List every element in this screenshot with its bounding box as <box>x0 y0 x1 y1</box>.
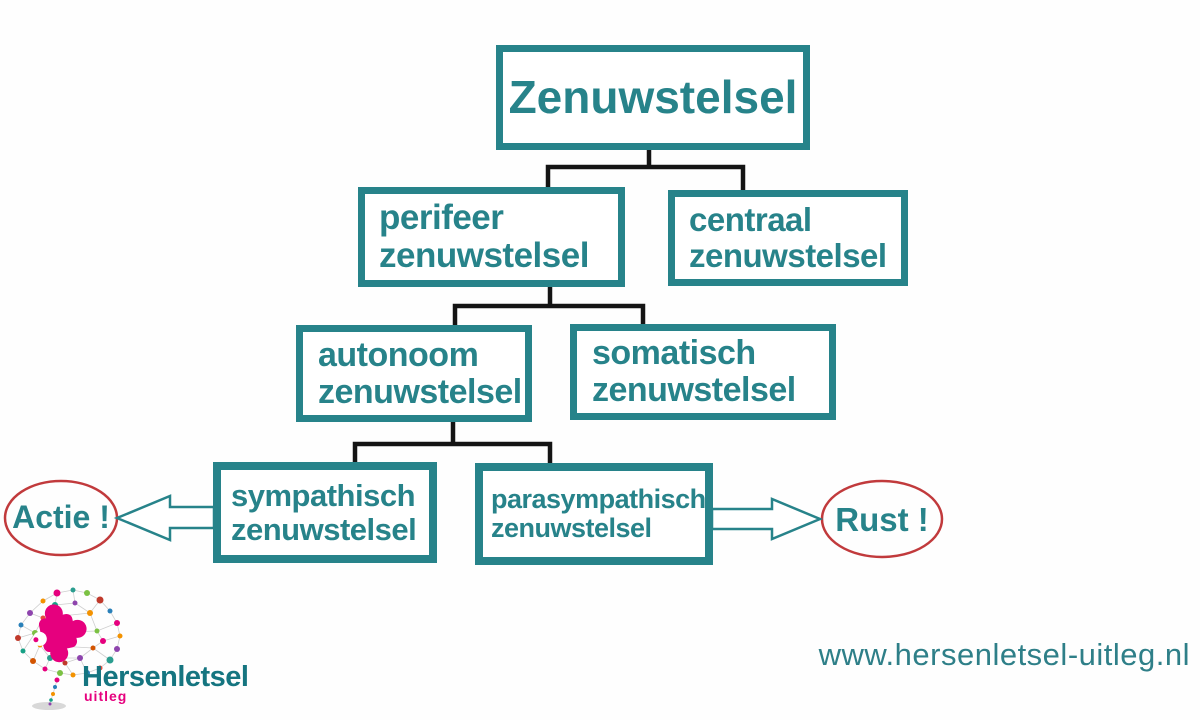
node-parasympathisch-zenuwstelsel: parasympathisch zenuwstelsel <box>475 463 713 565</box>
logo-shadow <box>32 702 66 710</box>
logo-title: Hersenletsel <box>82 661 249 693</box>
node-autonoom-zenuwstelsel: autonoom zenuwstelsel <box>296 325 532 422</box>
rest-annotation: Rust ! <box>835 501 929 538</box>
node-perifeer-zenuwstelsel: perifeer zenuwstelsel <box>358 187 625 287</box>
logo-subtitle: uitleg <box>84 688 128 704</box>
node-somatisch-zenuwstelsel: somatisch zenuwstelsel <box>570 324 836 420</box>
node-zenuwstelsel: Zenuwstelsel <box>496 45 810 150</box>
puzzle-piece-icon <box>32 604 87 663</box>
tree-connector-level2 <box>452 286 646 328</box>
website-url: www.hersenletsel-uitleg.nl <box>818 637 1190 672</box>
right-arrow-icon <box>710 497 824 541</box>
left-arrow-icon <box>113 494 216 542</box>
action-annotation: Actie ! <box>12 499 110 535</box>
tree-connector-level3 <box>352 421 553 466</box>
node-centraal-zenuwstelsel: centraal zenuwstelsel <box>668 190 908 286</box>
node-sympathisch-zenuwstelsel: sympathisch zenuwstelsel <box>213 462 437 563</box>
